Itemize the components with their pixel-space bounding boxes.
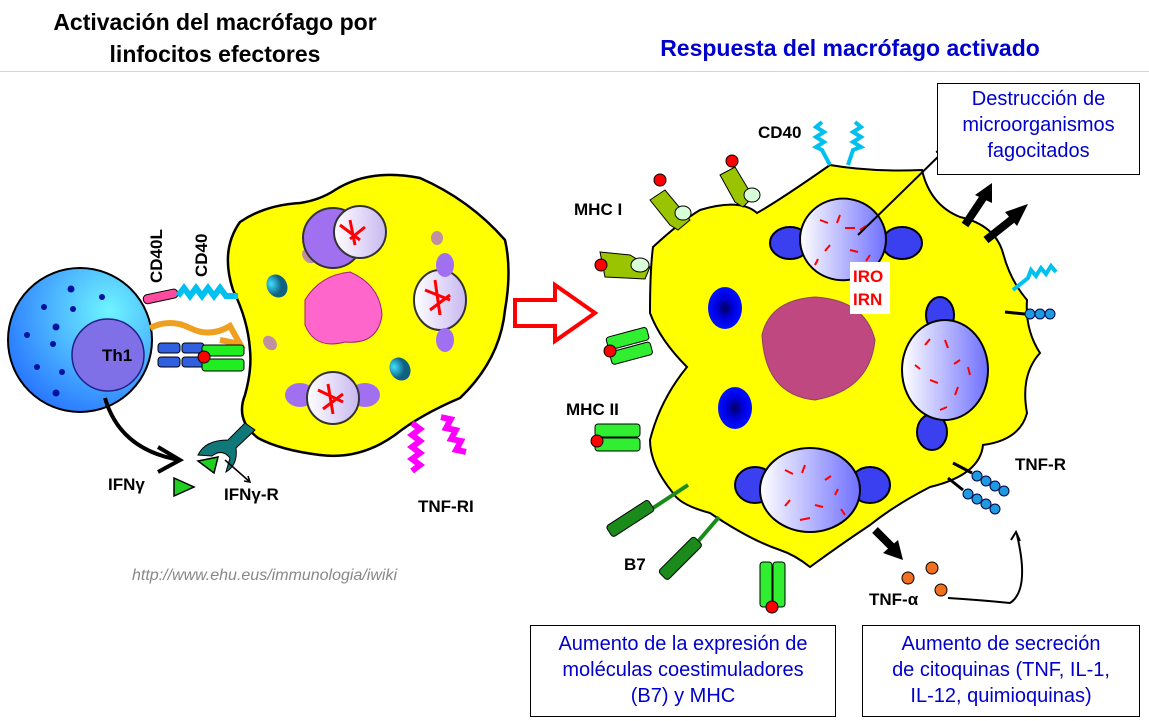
box-line: microorganismos: [962, 114, 1115, 136]
box-line: moléculas coestimuladores: [562, 659, 804, 681]
mhc1-molecules: [594, 154, 761, 280]
phagosome: [302, 205, 387, 269]
b7-label: B7: [624, 555, 646, 574]
box-line: de citoquinas (TNF, IL-1,: [892, 659, 1110, 681]
tcr-mhc-complex: [157, 342, 245, 372]
source-url: http://www.ehu.eus/immunologia/iwiki: [132, 567, 397, 584]
box-line: IL-12, quimioquinas): [910, 685, 1092, 707]
box-line: Destrucción de: [971, 88, 1106, 110]
tnf-r-label: TNF-R: [1015, 455, 1066, 474]
secretion-arrow: [103, 397, 181, 462]
left-title-line-1: Activación del macrófago por: [53, 9, 377, 35]
ifng-label: IFNγ: [108, 475, 145, 494]
mhc2-molecules: [590, 327, 786, 614]
mhc2-label: MHC II: [566, 400, 619, 419]
phagocytosis-outcome-box: Destrucción de microorganismos fagocitad…: [937, 83, 1140, 175]
granule: [708, 287, 742, 329]
autocrine-arrow: [947, 534, 1024, 605]
cd40l-label: CD40L: [147, 229, 166, 283]
left-title: Activación del macrófago por linfocitos …: [20, 6, 410, 70]
right-title: Respuesta del macrófago activado: [660, 35, 1040, 61]
phagolysosome: [769, 197, 923, 282]
nucleus: [761, 296, 876, 401]
ifng-molecule: [173, 476, 196, 498]
box-line: (B7) y MHC: [630, 685, 736, 707]
cd40l-cd40-pair: [142, 283, 238, 305]
box-line: fagocitados: [987, 140, 1090, 162]
ifng-r-label: IFNγ-R: [224, 485, 279, 504]
phagolysosome: [901, 296, 989, 451]
secretion-outcome-box: Aumento de secreción de citoquinas (TNF,…: [862, 625, 1140, 717]
macrophage-left: [226, 173, 510, 458]
expression-outcome-box: Aumento de la expresión de moléculas coe…: [530, 625, 836, 717]
cd40-receptors: [811, 120, 1058, 292]
box-line: Aumento de secreción: [901, 633, 1101, 655]
b7-molecules: [606, 483, 721, 580]
granule: [718, 387, 752, 429]
tnf-ri-receptor: [407, 420, 425, 474]
phagolysosome: [734, 447, 891, 533]
left-title-line-2: linfocitos efectores: [109, 41, 321, 67]
adhesion-molecule: [148, 320, 246, 349]
box-line: Aumento de la expresión de: [558, 633, 808, 655]
phagosome: [413, 253, 467, 352]
iro-label: IRO: [853, 267, 883, 286]
cd40-right-label: CD40: [758, 123, 801, 142]
tnf-alpha-label: TNF-α: [869, 590, 919, 609]
tnf-ri-label: TNF-RI: [418, 497, 474, 516]
transition-arrow: [513, 281, 599, 345]
phagosome: [285, 371, 380, 425]
th1-cell: Th1: [7, 267, 153, 413]
cd40-label: CD40: [192, 234, 211, 277]
th1-label: Th1: [102, 346, 132, 365]
mhc1-label: MHC I: [574, 200, 622, 219]
ifng-receptor: [197, 422, 256, 474]
macrophage-activated: IRO IRN: [648, 147, 1042, 569]
tnf-alpha-molecules: [901, 561, 948, 597]
th1-nucleus: [71, 318, 145, 392]
tnf-receptors: [947, 308, 1056, 515]
irn-label: IRN: [853, 290, 882, 309]
divider: [0, 71, 1149, 72]
secretion-arrows: [872, 183, 1028, 560]
